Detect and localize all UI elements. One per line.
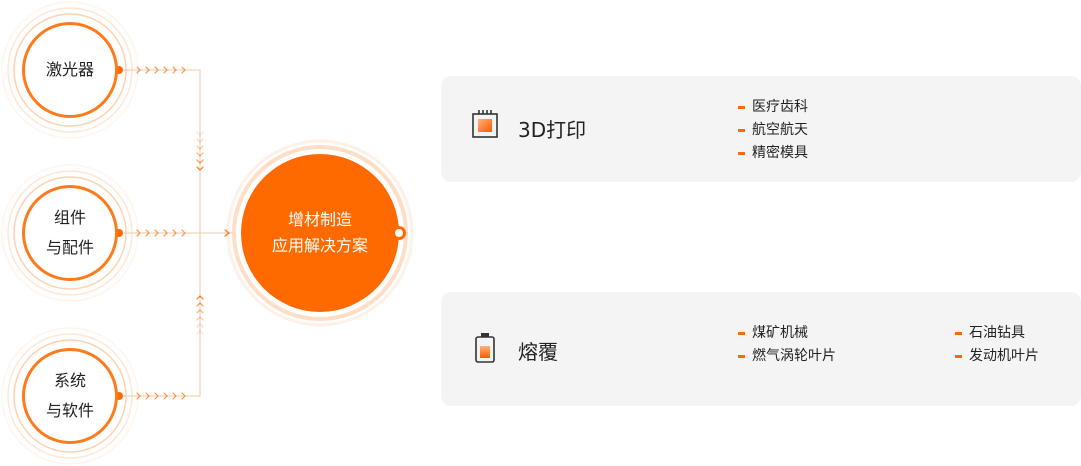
arrows-top-right — [136, 66, 186, 74]
application-title: 3D打印 — [518, 118, 587, 142]
hub-node: 增材制造 应用解决方案 — [241, 154, 399, 312]
hub-output-port — [392, 226, 406, 240]
bullet-dash — [955, 332, 962, 335]
input-node-label: 系统 — [53, 371, 86, 390]
bullet-dash — [738, 152, 745, 155]
hub-label: 应用解决方案 — [271, 236, 368, 255]
bullet-dash — [738, 355, 745, 358]
battery-icon — [475, 333, 495, 363]
list-item-label: 航空航天 — [752, 122, 808, 138]
bullet-dash — [738, 129, 745, 132]
input-node-label: 激光器 — [45, 60, 94, 79]
application-title: 熔覆 — [518, 340, 558, 364]
application-list: 煤矿机械 燃气涡轮叶片 — [738, 322, 836, 368]
list-item: 精密模具 — [738, 142, 808, 165]
list-item: 发动机叶片 — [955, 345, 1039, 368]
list-item-label: 精密模具 — [752, 145, 808, 161]
list-item: 煤矿机械 — [738, 322, 836, 345]
bullet-dash — [955, 355, 962, 358]
arrows-bottom-right — [136, 392, 186, 400]
input-node-systems: 系统 与软件 — [22, 348, 118, 444]
application-card-3d-printing: 3D打印 医疗齿科 航空航天 精密模具 — [441, 76, 1081, 182]
list-item-label: 石油钻具 — [969, 325, 1025, 341]
bullet-dash — [738, 106, 745, 109]
list-item-label: 煤矿机械 — [752, 325, 808, 341]
flow-arrows — [136, 66, 230, 400]
list-item-label: 医疗齿科 — [752, 99, 808, 115]
input-node-label: 与软件 — [45, 401, 94, 420]
application-list: 医疗齿科 航空航天 精密模具 — [738, 96, 808, 165]
arrows-mid-right — [136, 229, 230, 237]
list-item: 医疗齿科 — [738, 96, 808, 119]
hub-label: 增材制造 — [287, 210, 352, 229]
list-item: 石油钻具 — [955, 322, 1039, 345]
chip-icon — [472, 110, 498, 138]
input-node-components: 组件 与配件 — [22, 185, 118, 281]
input-node-label: 与配件 — [45, 238, 94, 257]
arrows-up — [196, 295, 204, 335]
list-item-label: 燃气涡轮叶片 — [752, 348, 836, 364]
list-item: 航空航天 — [738, 119, 808, 142]
input-node-laser: 激光器 — [22, 22, 118, 118]
application-card-cladding: 熔覆 煤矿机械 燃气涡轮叶片 石油钻具 发动机叶片 — [441, 292, 1081, 406]
bullet-dash — [738, 332, 745, 335]
input-node-label: 组件 — [53, 208, 86, 227]
arrows-down — [196, 131, 204, 171]
application-list: 石油钻具 发动机叶片 — [955, 322, 1039, 368]
list-item: 燃气涡轮叶片 — [738, 345, 836, 368]
list-item-label: 发动机叶片 — [969, 348, 1039, 364]
